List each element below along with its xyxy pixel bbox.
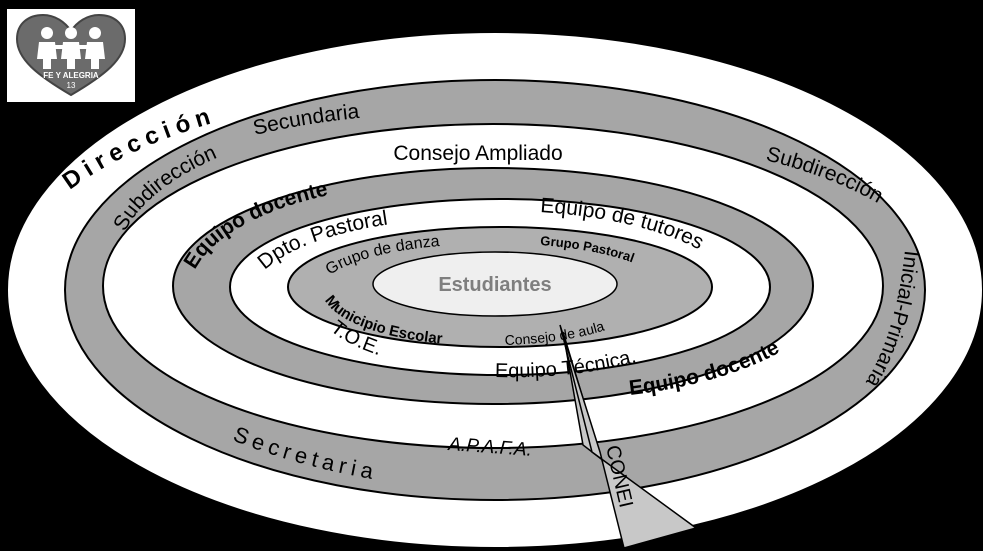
label-estudiantes: Estudiantes [438,274,551,296]
fe-y-alegria-logo: FE Y ALEGRIA 13 [7,9,135,102]
heart-logo-icon: FE Y ALEGRIA 13 [15,13,127,97]
logo-text-2: 13 [67,81,76,90]
center-ellipse [372,251,618,317]
logo-text-1: FE Y ALEGRIA [43,71,99,80]
label-consejo-ampliado: Consejo Ampliado [393,142,562,165]
